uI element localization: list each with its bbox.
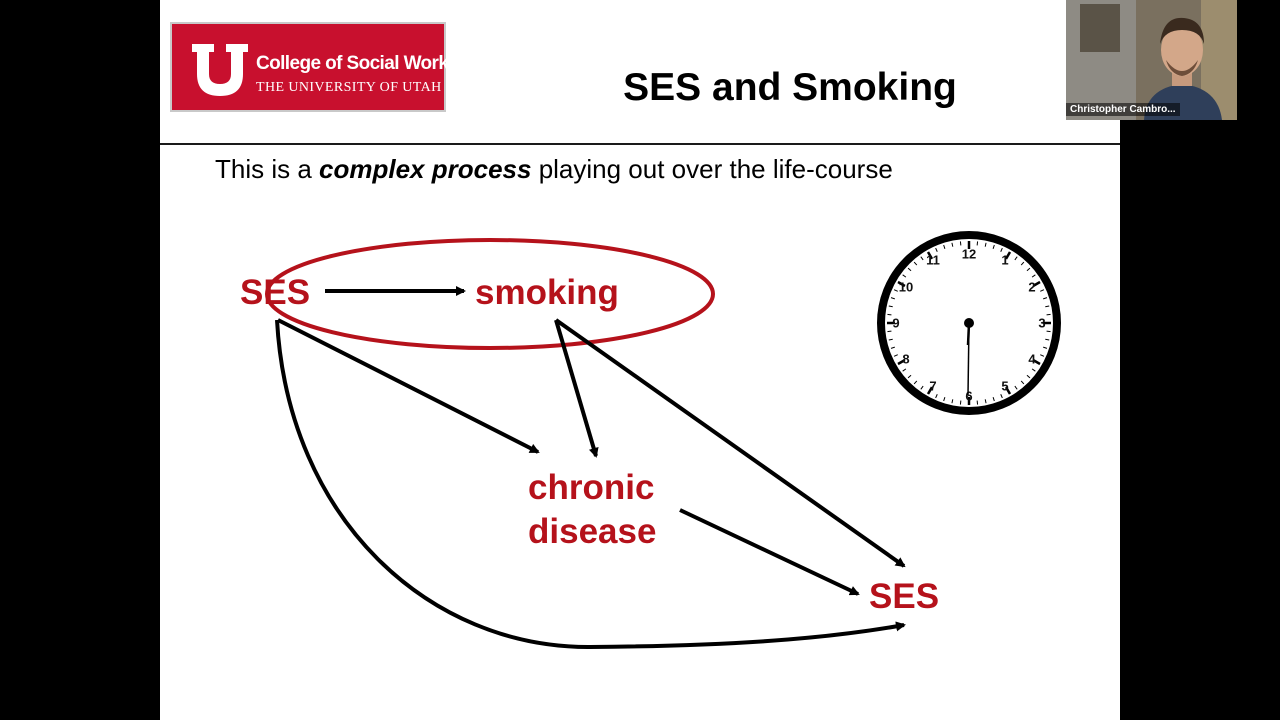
clock-number-6: 6 [965,389,972,404]
participant-name-label: Christopher Cambro... [1066,103,1180,116]
node-ses-end: SES [869,577,939,616]
node-ses-start: SES [240,273,310,312]
arrow-chronic-to-ses-end [680,510,858,594]
clock-number-9: 9 [892,316,899,331]
participant-video-frame [1066,0,1237,120]
clock-number-4: 4 [1028,352,1036,367]
clock-icon: 12 1 2 3 4 5 6 7 8 9 10 11 [875,229,1063,417]
clock-hand-minute [968,323,969,395]
clock-number-8: 8 [902,352,909,367]
presentation-slide: College of Social Work THE UNIVERSITY OF… [160,0,1120,720]
clock-number-12: 12 [962,247,976,262]
arrow-smoking-to-chronic [556,320,596,456]
clock-hub [964,318,974,328]
node-chronic-disease-line1: chronic [528,468,654,507]
participant-video-tile[interactable]: Christopher Cambro... [1066,0,1237,120]
clock-number-3: 3 [1038,316,1045,331]
clock-number-1: 1 [1001,253,1008,268]
clock-number-5: 5 [1001,379,1008,394]
arrow-ses-to-chronic [278,320,538,452]
clock-number-10: 10 [899,280,913,295]
node-chronic-disease-line2: disease [528,512,656,551]
node-smoking: smoking [475,273,619,312]
clock-number-2: 2 [1028,280,1035,295]
clock-number-11: 11 [926,253,940,268]
clock-number-7: 7 [929,379,936,394]
